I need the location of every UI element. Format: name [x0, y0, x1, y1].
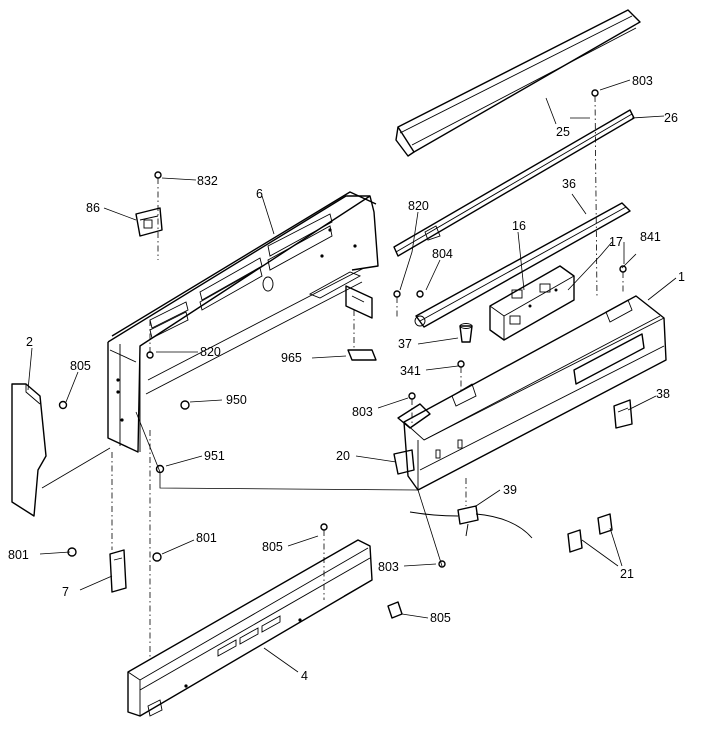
label-832: 832	[197, 174, 218, 188]
part-2-side-trim	[11, 383, 47, 517]
label-805-mid: 805	[262, 540, 283, 554]
part-36-rod	[414, 202, 631, 328]
label-39: 39	[503, 483, 517, 497]
label-1: 1	[678, 270, 685, 284]
label-16: 16	[512, 219, 526, 233]
label-805-right: 805	[430, 611, 451, 625]
part-21-clips	[567, 513, 613, 553]
label-841: 841	[640, 230, 661, 244]
label-801-left: 801	[8, 548, 29, 562]
label-2: 2	[26, 335, 33, 349]
label-17: 17	[609, 235, 623, 249]
part-26-rail	[393, 109, 635, 257]
part-16-17-switch-block	[489, 265, 575, 341]
label-21: 21	[620, 567, 634, 581]
part-38-clip	[613, 399, 633, 429]
part-25-top-trim	[395, 9, 641, 157]
label-6: 6	[256, 187, 263, 201]
label-37: 37	[398, 337, 412, 351]
label-801-right: 801	[196, 531, 217, 545]
part-20-end-cap	[393, 449, 415, 475]
label-965: 965	[281, 351, 302, 365]
label-86: 86	[86, 201, 100, 215]
label-820-lower: 820	[200, 345, 221, 359]
label-26: 26	[664, 111, 678, 125]
part-labels: 803 26 25 832 86 6 820 36 804 16 17 841 …	[8, 74, 685, 683]
label-804: 804	[432, 247, 453, 261]
part-1-control-panel	[397, 295, 667, 491]
part-965-bracket	[345, 285, 377, 361]
part-6-back-panel	[107, 191, 379, 453]
part-39-terminal	[409, 505, 533, 539]
label-951: 951	[204, 449, 225, 463]
label-803-top: 803	[632, 74, 653, 88]
assembly-lines	[41, 117, 590, 567]
part-4-lower-panel	[127, 539, 373, 717]
label-805-left: 805	[70, 359, 91, 373]
label-803-bottom: 803	[378, 560, 399, 574]
label-803-mid: 803	[352, 405, 373, 419]
label-38: 38	[656, 387, 670, 401]
label-4: 4	[301, 669, 308, 683]
part-7-bracket	[109, 549, 127, 593]
label-820-upper: 820	[408, 199, 429, 213]
label-341: 341	[400, 364, 421, 378]
label-20: 20	[336, 449, 350, 463]
label-25: 25	[556, 125, 570, 139]
part-86-clip	[135, 207, 163, 237]
label-7: 7	[62, 585, 69, 599]
label-36: 36	[562, 177, 576, 191]
label-950: 950	[226, 393, 247, 407]
part-37-knob	[459, 323, 473, 343]
alignment-lines	[111, 95, 624, 660]
leader-lines	[27, 79, 677, 673]
fasteners	[58, 89, 627, 619]
